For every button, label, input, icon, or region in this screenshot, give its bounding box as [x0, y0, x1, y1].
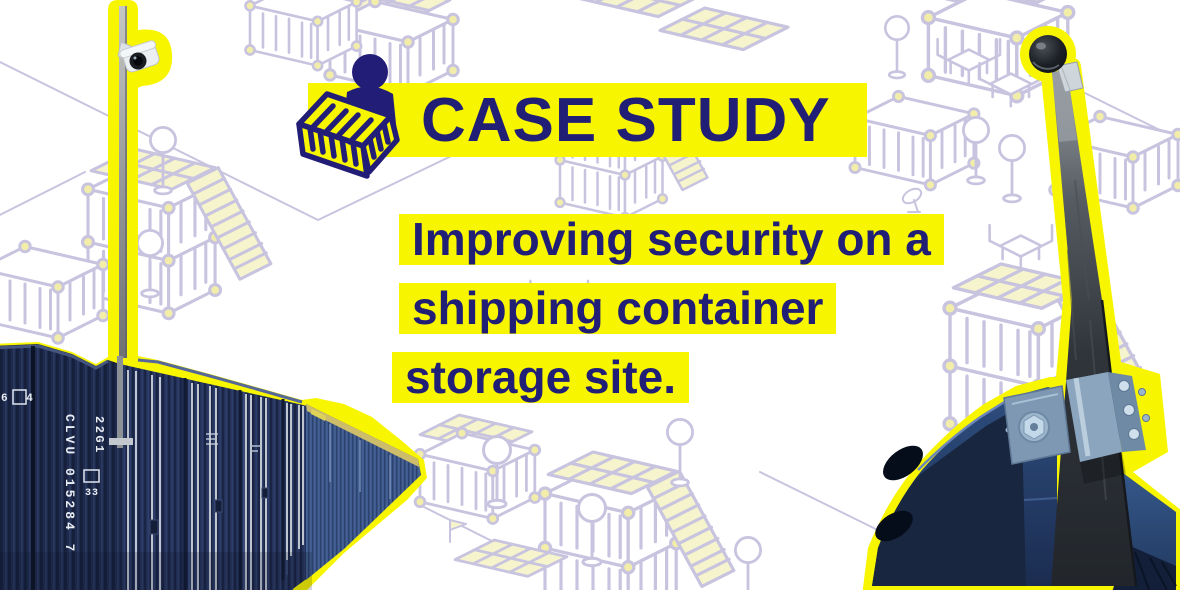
subtitle-text-2: shipping container	[412, 282, 824, 334]
subtitle-text-3: storage site.	[405, 351, 676, 403]
container-person-icon	[296, 54, 400, 179]
container-owner-code: CLVU 015284 7	[62, 414, 77, 554]
cctv-camera-icon	[117, 40, 160, 73]
page-title: CASE STUDY	[421, 86, 831, 155]
shipping-container-icon	[296, 91, 400, 179]
container-lock-rods	[127, 370, 304, 590]
subtitle-line-1: Improving security on a	[399, 214, 944, 265]
satellite-dish-icon	[901, 187, 923, 213]
container-markings: CLVU 015284 7 22G1 33 6 4	[1, 389, 106, 554]
cctv-pole	[109, 6, 133, 448]
container-logo-code: 33	[85, 488, 99, 499]
ball-camera-icon	[1029, 35, 1084, 93]
subtitle-text-1: Improving security on a	[412, 213, 931, 265]
title-band: CASE STUDY	[308, 83, 867, 157]
pole-clamp-bracket	[1003, 372, 1150, 484]
container-row: CLVU 015284 7 22G1 33 6 4	[0, 344, 421, 590]
subtitle-line-2: shipping container	[399, 282, 837, 334]
subtitle-line-3: storage site.	[392, 352, 689, 403]
container-door-code: 6 4	[1, 393, 39, 405]
flag-icon	[449, 519, 467, 543]
container-size-type-code: 22G1	[92, 416, 106, 455]
